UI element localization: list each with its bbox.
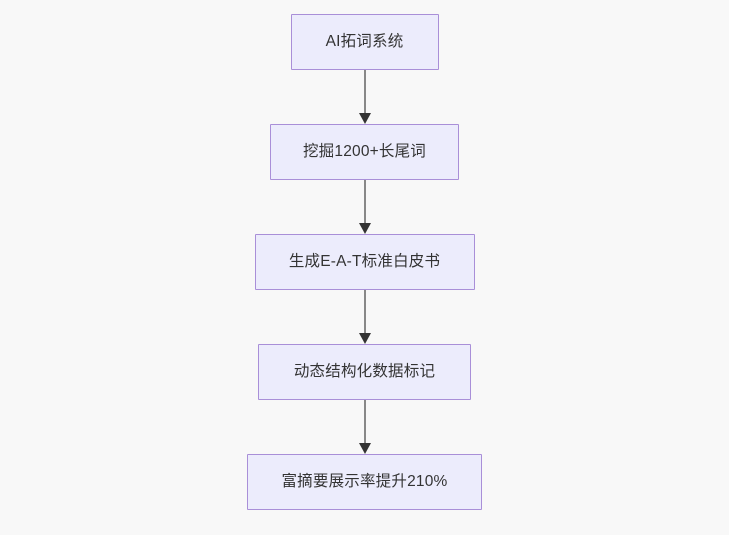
flowchart-node-2-label: 挖掘1200+长尾词	[302, 143, 427, 161]
flowchart-node-2[interactable]: 挖掘1200+长尾词	[270, 124, 459, 180]
flowchart-edge-1	[355, 70, 375, 124]
edge-line	[363, 70, 366, 114]
flowchart-edge-4	[355, 400, 375, 454]
flowchart-node-3-label: 生成E-A-T标准白皮书	[288, 253, 441, 271]
flowchart-node-1[interactable]: AI拓词系统	[290, 14, 439, 70]
flowchart-node-4[interactable]: 动态结构化数据标记	[258, 344, 471, 400]
flowchart-node-1-label: AI拓词系统	[325, 33, 404, 51]
arrow-down-icon	[358, 443, 371, 454]
arrow-down-icon	[358, 333, 371, 344]
edge-line	[363, 400, 366, 444]
flowchart-edge-2	[355, 180, 375, 234]
arrow-down-icon	[358, 223, 371, 234]
flowchart-node-3[interactable]: 生成E-A-T标准白皮书	[254, 234, 475, 290]
edge-line	[363, 290, 366, 334]
flowchart-node-4-label: 动态结构化数据标记	[293, 363, 436, 381]
flowchart-edge-3	[355, 290, 375, 344]
flowchart-node-5-label: 富摘要展示率提升210%	[281, 473, 448, 491]
arrow-down-icon	[358, 113, 371, 124]
flowchart-node-5[interactable]: 富摘要展示率提升210%	[247, 454, 482, 510]
edge-line	[363, 180, 366, 224]
